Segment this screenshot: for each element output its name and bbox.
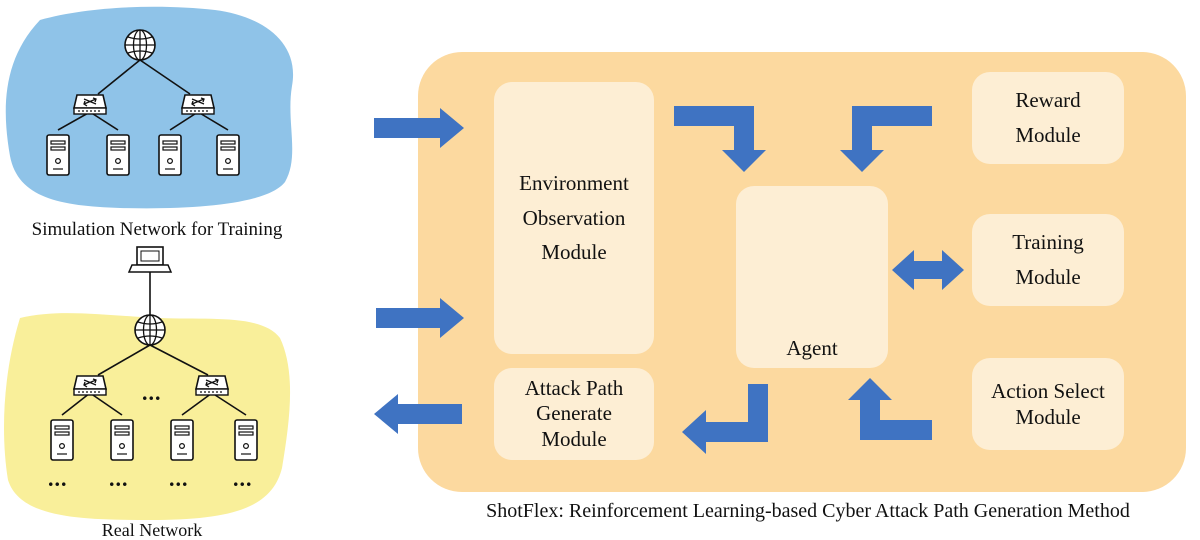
training-module-label: Training Module	[1012, 230, 1084, 289]
real-network-blob	[4, 313, 291, 520]
globe-icon	[124, 29, 156, 61]
server-icon	[106, 134, 130, 176]
arrow-left	[374, 394, 462, 434]
agent-label: Agent	[786, 336, 838, 360]
arrow-right-top	[374, 108, 464, 148]
server-ellipsis: ...	[169, 466, 189, 491]
environment-observation-module-box	[494, 82, 654, 354]
globe-icon	[134, 314, 166, 346]
agent-box	[736, 186, 888, 368]
switch-icon	[73, 375, 107, 396]
server-icon	[158, 134, 182, 176]
attack-path-generate-module-box	[494, 368, 654, 460]
action-select-module-box	[972, 358, 1124, 450]
laptop-icon	[127, 246, 173, 273]
arrow-action-agent	[848, 378, 932, 440]
server-icon	[234, 419, 258, 461]
arrow-agent-training	[892, 250, 964, 290]
simulation-network-label: Simulation Network for Training	[31, 219, 283, 240]
server-icon	[46, 134, 70, 176]
real-network-label: Real Network	[101, 520, 203, 540]
simulation-links	[57, 59, 229, 131]
switch-icon	[195, 375, 229, 396]
training-module-box	[972, 214, 1124, 306]
attack-path-generate-module-label: Attack Path Generate Module	[524, 376, 624, 451]
switch-ellipsis: ...	[142, 380, 162, 405]
server-ellipsis: ...	[109, 466, 129, 491]
arrow-reward-agent	[840, 106, 932, 172]
server-icon	[216, 134, 240, 176]
arrow-env-agent	[674, 106, 766, 172]
real-links	[61, 344, 247, 416]
server-icon	[50, 419, 74, 461]
arrow-right-bottom	[376, 298, 464, 338]
arrow-agent-attack	[682, 384, 768, 454]
reward-module-label: Reward Module	[1015, 88, 1081, 147]
figure-caption: ShotFlex: Reinforcement Learning-based C…	[486, 500, 1130, 522]
server-ellipsis: ...	[48, 466, 68, 491]
environment-observation-module-label: Environment Observation Module	[519, 171, 629, 265]
action-select-module-label: Action Select Module	[991, 378, 1105, 429]
switch-icon	[181, 94, 215, 115]
server-ellipsis: ...	[233, 466, 253, 491]
reward-module-box	[972, 72, 1124, 164]
server-icon	[110, 419, 134, 461]
switch-icon	[73, 94, 107, 115]
server-icon	[170, 419, 194, 461]
flow-arrows	[374, 106, 964, 454]
